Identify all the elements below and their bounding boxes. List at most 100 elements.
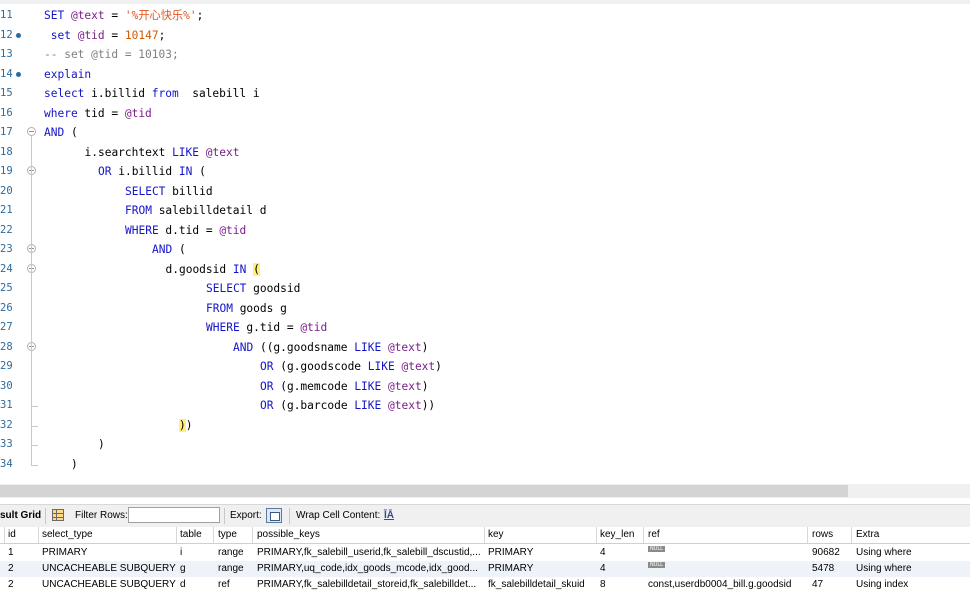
table-cell[interactable]: 1: [8, 547, 14, 558]
table-cell[interactable]: fk_salebilldetail_skuid: [488, 579, 585, 590]
table-cell[interactable]: UNCACHEABLE SUBQUERY: [42, 579, 176, 590]
table-cell[interactable]: PRIMARY: [42, 547, 88, 558]
table-cell[interactable]: Using index: [856, 579, 909, 590]
top-toolbar-strip: [0, 0, 970, 4]
table-cell[interactable]: NULL: [648, 545, 808, 561]
wrap-cell-content-icon[interactable]: ĪĀ: [384, 510, 394, 521]
table-row[interactable]: 1 PRIMARY i range PRIMARY,fk_salebill_userid…: [0, 545, 970, 561]
column-divider[interactable]: [213, 527, 214, 543]
table-cell[interactable]: g: [180, 563, 186, 574]
grid-view-icon[interactable]: [52, 509, 64, 521]
line-number: 32: [0, 418, 13, 431]
code-token: ): [421, 379, 429, 393]
table-cell[interactable]: 8: [600, 579, 606, 590]
table-cell[interactable]: PRIMARY,fk_salebilldetail_storeid,fk_sal…: [257, 579, 477, 590]
null-badge: NULL: [648, 546, 665, 552]
code-token: WHERE: [206, 321, 247, 334]
code-token: '%开心快乐%': [124, 9, 197, 22]
code-line[interactable]: 13-- set @tid = 10103;: [0, 45, 970, 64]
line-number: 16: [0, 106, 13, 119]
column-divider[interactable]: [176, 527, 177, 543]
code-line[interactable]: 34): [0, 454, 970, 474]
export-icon[interactable]: [266, 508, 282, 523]
result-grid-tab[interactable]: sult Grid: [0, 510, 42, 521]
table-cell[interactable]: 2: [8, 563, 14, 574]
table-cell[interactable]: ref: [218, 579, 230, 590]
code-token: IN: [232, 262, 254, 276]
column-divider[interactable]: [38, 527, 39, 543]
code-token: @text: [388, 379, 422, 393]
filter-rows-input[interactable]: [128, 507, 220, 523]
statement-marker-icon: [16, 71, 21, 77]
column-header-ref[interactable]: ref: [648, 529, 660, 540]
table-cell[interactable]: 5478: [812, 563, 835, 574]
table-cell[interactable]: range: [218, 547, 244, 558]
column-header-table[interactable]: table: [180, 529, 202, 540]
table-cell[interactable]: PRIMARY,fk_salebill_userid,fk_salebill_d…: [257, 547, 481, 558]
table-cell[interactable]: Using where: [856, 563, 912, 574]
table-cell[interactable]: PRIMARY: [488, 563, 534, 574]
table-cell[interactable]: Using where: [856, 547, 912, 558]
table-cell[interactable]: PRIMARY: [488, 547, 534, 558]
column-header-select-type[interactable]: select_type: [42, 529, 93, 540]
column-header-id[interactable]: id: [8, 529, 16, 540]
column-divider[interactable]: [484, 527, 485, 543]
table-cell[interactable]: 90682: [812, 547, 840, 558]
editor-horizontal-scrollbar[interactable]: [0, 484, 970, 498]
table-row[interactable]: 2 UNCACHEABLE SUBQUERY d ref PRIMARY,fk_sale…: [0, 577, 970, 593]
code-text: FROM goods g: [206, 299, 287, 318]
table-row[interactable]: 2 UNCACHEABLE SUBQUERY g range PRIMARY,uq_co…: [0, 561, 970, 577]
column-header-extra[interactable]: Extra: [856, 529, 880, 540]
column-header-possible-keys[interactable]: possible_keys: [257, 529, 320, 540]
table-cell[interactable]: i: [180, 547, 183, 558]
column-header-type[interactable]: type: [218, 529, 237, 540]
table-cell[interactable]: range: [218, 563, 244, 574]
table-cell[interactable]: 2: [8, 579, 14, 590]
fold-toggle-icon[interactable]: [27, 127, 36, 136]
column-divider[interactable]: [807, 527, 808, 543]
table-cell[interactable]: d: [180, 579, 186, 590]
column-divider[interactable]: [252, 527, 253, 543]
table-cell[interactable]: 4: [600, 547, 606, 558]
line-number: 25: [0, 282, 13, 294]
result-toolbar: sult Grid Filter Rows: Export: Wrap Cell…: [0, 504, 970, 528]
column-divider[interactable]: [851, 527, 852, 543]
column-header-key-len[interactable]: key_len: [600, 529, 635, 540]
table-cell[interactable]: 47: [812, 579, 824, 590]
column-header-rows[interactable]: rows: [812, 529, 834, 540]
line-number: 17: [0, 126, 13, 138]
scrollbar-thumb[interactable]: [0, 485, 848, 497]
table-cell[interactable]: PRIMARY,uq_code,idx_goods_mcode,idx_good…: [257, 563, 478, 574]
column-header-key[interactable]: key: [488, 529, 504, 540]
column-divider[interactable]: [596, 527, 597, 543]
column-divider[interactable]: [4, 527, 5, 543]
table-cell[interactable]: const,userdb0004_bill.g.goodsid: [648, 579, 792, 590]
code-line[interactable]: 32)): [0, 415, 970, 435]
column-divider[interactable]: [643, 527, 644, 543]
table-cell[interactable]: 4: [600, 563, 606, 574]
code-line[interactable]: 33): [0, 435, 970, 454]
table-cell[interactable]: UNCACHEABLE SUBQUERY: [42, 563, 176, 574]
table-cell[interactable]: NULL: [648, 561, 808, 577]
